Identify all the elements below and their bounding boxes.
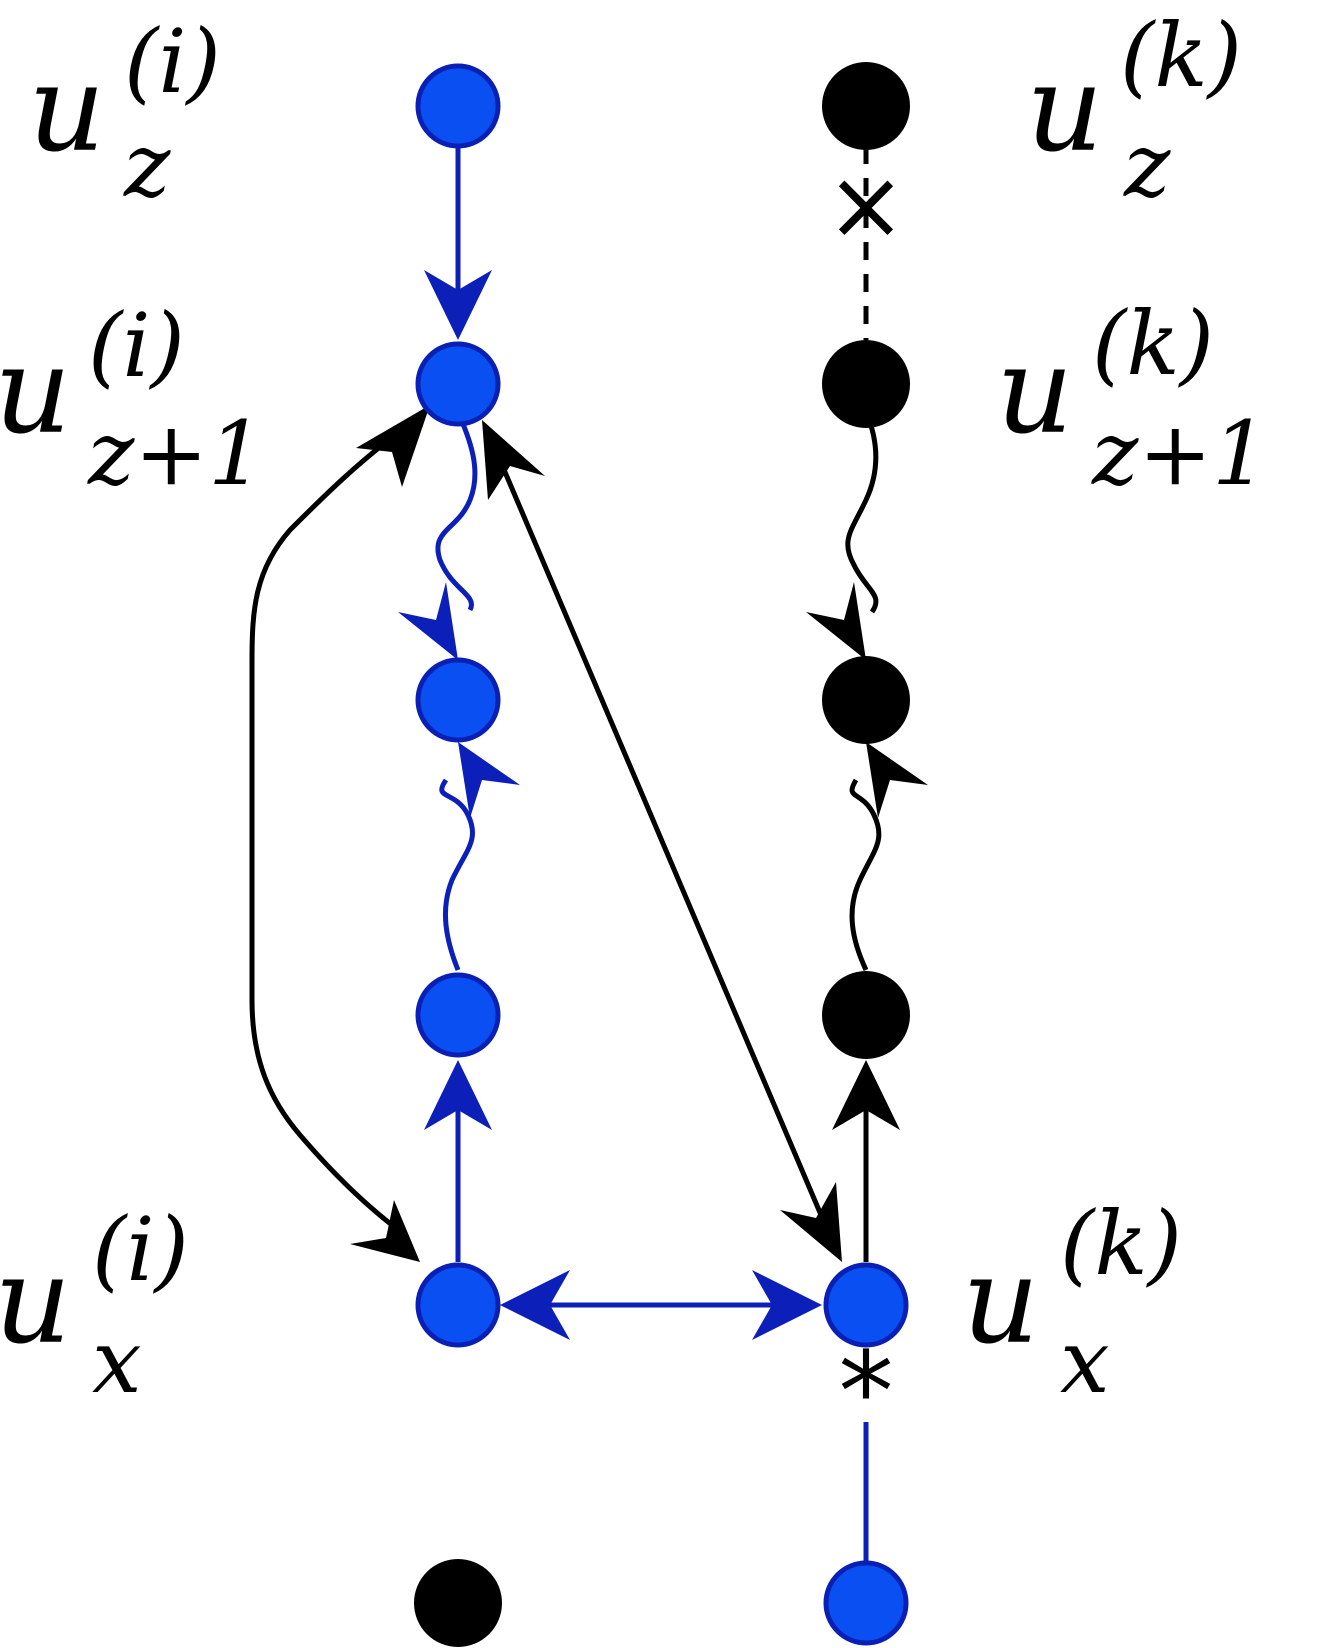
node-uz1-i [415, 341, 501, 427]
arrowhead-black [832, 1060, 900, 1130]
arrowhead-black [350, 1200, 420, 1262]
label-ux-i-sup: (i) [92, 1198, 189, 1301]
wavy-edge-left-lower [439, 778, 475, 971]
wavy-edge-left-upper [435, 411, 478, 612]
label-uz-i-sub: z [123, 114, 171, 217]
label-ux-i-base: u [0, 1232, 71, 1371]
node-right-4 [822, 971, 910, 1059]
label-ux-k-base: u [962, 1232, 1039, 1371]
label-uz1-k-base: u [996, 322, 1073, 461]
arrowhead-black [356, 405, 430, 487]
arrowhead-black [866, 742, 928, 818]
label-uz1-k-sub: z+1 [1091, 402, 1268, 505]
node-right-3 [822, 656, 910, 744]
arrowhead-blue [500, 1270, 570, 1340]
node-uz1-k [822, 340, 910, 428]
label-uz1-i-sup: (i) [88, 294, 185, 397]
node-ux-i [415, 1262, 501, 1348]
curved-edge-uz1-i-ux-i [249, 425, 407, 1227]
arrowhead-blue [398, 582, 458, 660]
label-ux-k-sup: (k) [1060, 1192, 1182, 1295]
node-right-bottom [823, 1560, 909, 1646]
label-uz1-i-base: u [0, 322, 71, 461]
wavy-edge-right-lower [849, 778, 882, 972]
node-uz-k [822, 62, 910, 150]
label-uz-k-sub: z [1123, 114, 1171, 217]
label-ux-k-sub: x [1060, 1310, 1110, 1413]
node-left-bottom [414, 1559, 502, 1647]
label-uz1-i-sub: z+1 [87, 402, 264, 505]
node-ux-k [823, 1262, 909, 1348]
arrowhead-blue [752, 1270, 822, 1340]
node-uz-i [415, 63, 501, 149]
label-uz1-k-sup: (k) [1092, 292, 1214, 395]
star-mark: * [839, 1328, 894, 1456]
wavy-edge-right-upper [845, 411, 879, 614]
node-left-4 [415, 972, 501, 1058]
arrowhead-blue [458, 742, 520, 818]
arrowhead-black [482, 420, 545, 500]
node-left-3 [415, 657, 501, 743]
label-uz-k-sup: (k) [1120, 4, 1242, 107]
cross-mark: × [826, 149, 906, 261]
diagonal-edge-uz1-i-ux-k [499, 464, 827, 1223]
label-ux-i-sub: x [92, 1310, 142, 1413]
arrowhead-black [806, 582, 866, 660]
arrowhead-blue [424, 270, 492, 340]
label-uz-i-sup: (i) [124, 10, 221, 113]
arrowhead-blue [424, 1060, 492, 1130]
label-uz-k-base: u [1026, 40, 1103, 179]
label-uz-i-base: u [28, 40, 105, 179]
arrowhead-black [780, 1182, 842, 1262]
